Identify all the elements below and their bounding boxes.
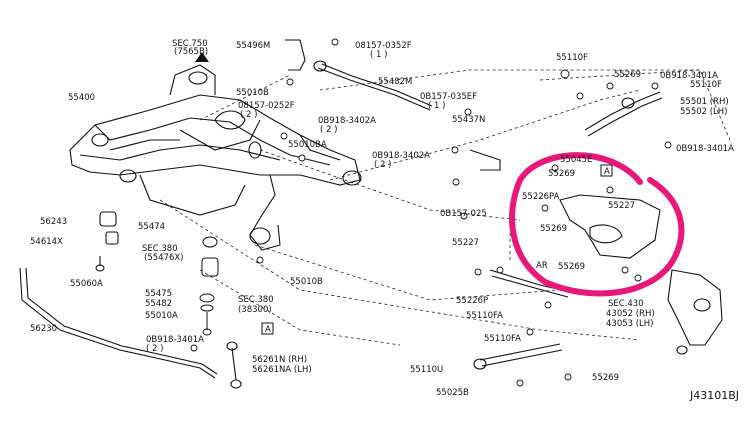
lower-arm (559, 194, 661, 259)
label-55110u: 55110U (410, 365, 443, 375)
label-55110fa-b: 55110FA (484, 334, 521, 344)
label-08918-3402a-mid: 0B918-3402A (372, 151, 430, 161)
fasteners (190, 38, 672, 387)
label-55496m: 55496M (236, 41, 270, 51)
label-55010b-bot: 55010B (290, 277, 323, 287)
rear-subframe (69, 64, 362, 251)
label-sec750b: (7565B) (174, 47, 208, 57)
label-08157-0352f-qty: ( 1 ) (370, 50, 387, 60)
label-08157-025: 0B157-025 (440, 209, 487, 219)
label-08918-3402a-top: 0B918-3402A (318, 116, 376, 126)
label-55437n: 55437N (452, 115, 485, 125)
label-55227-a: 55227 (608, 201, 635, 211)
label-55010ba: 55010BA (288, 140, 327, 150)
label-a-bot: A (265, 325, 271, 335)
up-arrow-icon (195, 52, 209, 62)
label-54614x: 54614X (30, 237, 63, 247)
label-55025b: 55025B (436, 388, 469, 398)
label-55110f-b: 55110F (690, 80, 722, 90)
label-55269-a: 55269 (614, 70, 641, 80)
label-a-top: A (604, 167, 610, 177)
leader-lines (159, 69, 731, 346)
label-08157-035ef: 0B157-035EF (420, 92, 477, 102)
label-55502: 55502 (LH) (680, 107, 728, 117)
label-sec430: SEC.430 (608, 299, 644, 309)
part-labels: SEC.750 (7565B) 55400 55496M 08157-0352F… (30, 39, 734, 398)
label-55482: 55482 (145, 299, 172, 309)
label-55226p: 55226P (456, 296, 488, 306)
label-sec380-a: SEC.380 (142, 244, 178, 254)
label-55482m: 55482M (378, 77, 412, 87)
label-55474: 55474 (138, 222, 165, 232)
label-55269-b: 55269 (548, 169, 575, 179)
label-55060a: 55060A (70, 279, 103, 289)
label-56261na: 56261NA (LH) (252, 365, 312, 375)
label-43053: 43053 (LH) (606, 319, 654, 329)
highlight-circle (509, 152, 685, 297)
label-55010b-top: 55010B (236, 88, 269, 98)
label-55110f-a: 55110F (556, 53, 588, 63)
label-56261n: 56261N (RH) (252, 355, 307, 365)
label-sec750: SEC.750 (172, 39, 208, 49)
label-08918-3401a-low-qty: ( 2 ) (146, 344, 163, 354)
label-55045e: 55045E (560, 155, 592, 165)
label-55475: 55475 (145, 289, 172, 299)
label-55269-d: 55269 (558, 262, 585, 272)
mount-stack (199, 236, 219, 336)
label-55269-c: 55269 (540, 224, 567, 234)
label-08918-3401a-left: 0B918-3401A (660, 71, 718, 81)
label-sec380-b-b: (38300) (238, 305, 272, 315)
label-08918-3401a-low: 0B918-3401A (146, 335, 204, 345)
label-sec380-a-b: (55476X) (144, 253, 184, 263)
label-56243: 56243 (40, 217, 67, 227)
label-55226pa: 55226PA (522, 192, 560, 202)
label-55227-b: 55227 (452, 238, 479, 248)
label-55400: 55400 (68, 93, 95, 103)
label-08157-0252f: 08157-0252F (238, 101, 295, 111)
label-08157-0352f: 08157-0352F (355, 41, 412, 51)
links-and-arms (285, 39, 723, 370)
label-56230: 56230 (30, 324, 57, 334)
label-55501: 55501 (RH) (680, 97, 729, 107)
label-55269-e: 55269 (592, 373, 619, 383)
label-55010a: 55010A (145, 311, 178, 321)
label-08918-3402a-mid-qty: ( 2 ) (374, 160, 391, 170)
label-08157-0252f-qty: ( 2 ) (240, 110, 257, 120)
rear-knuckle (667, 269, 723, 346)
diagram-reference-code: J43101BJ (689, 389, 739, 402)
label-sec380-b: SEC.380 (238, 295, 274, 305)
label-ar: AR (536, 261, 548, 271)
label-43052: 43052 (RH) (606, 309, 655, 319)
label-55110fa: 55110FA (466, 311, 503, 321)
view-a-markers (261, 164, 613, 335)
label-08918-3402a-top-qty: ( 2 ) (320, 125, 337, 135)
label-08918-3401a-right: 0B918-3401A (676, 144, 734, 154)
stabilizer-bar (19, 211, 242, 389)
label-08157-035ef-qty: ( 1 ) (428, 101, 445, 111)
